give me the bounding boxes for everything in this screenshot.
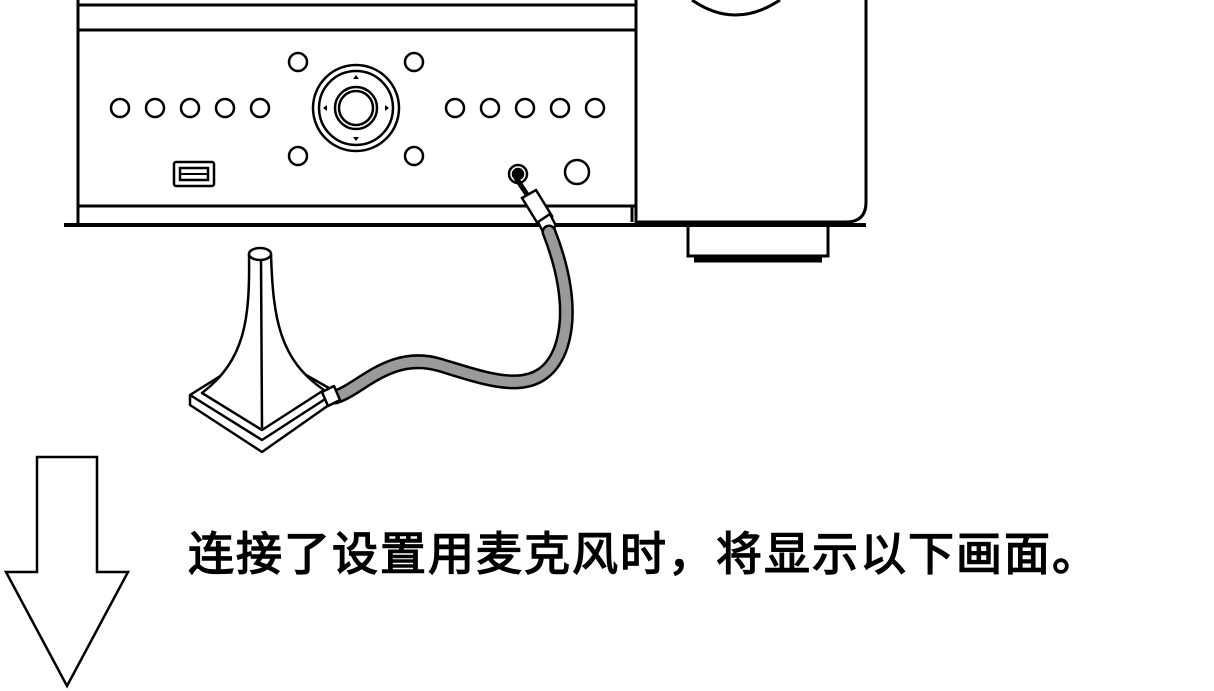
dial-right-arrow-icon[interactable] bbox=[385, 105, 389, 111]
receiver-foot bbox=[686, 225, 830, 258]
dial-center-inner bbox=[337, 89, 375, 127]
setup-microphone-icon bbox=[188, 246, 342, 454]
av-receiver bbox=[64, 0, 868, 263]
front-button[interactable] bbox=[444, 97, 466, 119]
front-button[interactable] bbox=[214, 97, 236, 119]
dial-center-button[interactable] bbox=[333, 85, 379, 131]
front-buttons bbox=[109, 51, 606, 186]
front-button[interactable] bbox=[109, 97, 131, 119]
front-button[interactable] bbox=[584, 97, 606, 119]
front-button[interactable] bbox=[144, 97, 166, 119]
front-button[interactable] bbox=[479, 97, 501, 119]
dial-arrows bbox=[323, 75, 389, 141]
down-arrow-icon bbox=[3, 455, 131, 689]
front-button[interactable] bbox=[403, 51, 425, 73]
front-button[interactable] bbox=[514, 97, 536, 119]
front-button[interactable] bbox=[249, 97, 271, 119]
mic-stem-ridge bbox=[259, 257, 264, 429]
mic-stem bbox=[200, 252, 326, 432]
front-button[interactable] bbox=[287, 51, 309, 73]
plug-tip bbox=[513, 176, 531, 198]
cursor-dial[interactable] bbox=[311, 63, 401, 153]
microphone-cable-fill bbox=[330, 227, 572, 402]
usb-port-outer bbox=[172, 160, 216, 188]
dial-inner-ring bbox=[317, 69, 395, 147]
front-button[interactable] bbox=[549, 97, 571, 119]
receiver-outline bbox=[634, 0, 868, 224]
power-button[interactable] bbox=[563, 158, 591, 186]
front-button[interactable] bbox=[287, 145, 309, 167]
instruction-caption: 连接了设置用麦克风时，将显示以下画面。 bbox=[188, 527, 1100, 581]
dial-up-arrow-icon[interactable] bbox=[353, 75, 359, 79]
mic-connector bbox=[320, 384, 342, 408]
mic-capsule-top bbox=[247, 246, 273, 262]
front-button[interactable] bbox=[179, 97, 201, 119]
dial-down-arrow-icon[interactable] bbox=[353, 137, 359, 141]
volume-knob-arc bbox=[691, 0, 781, 17]
dial-left-arrow-icon[interactable] bbox=[323, 105, 327, 111]
dial-outer-ring bbox=[311, 63, 401, 153]
usb-port-icon bbox=[172, 160, 216, 188]
front-button[interactable] bbox=[403, 145, 425, 167]
